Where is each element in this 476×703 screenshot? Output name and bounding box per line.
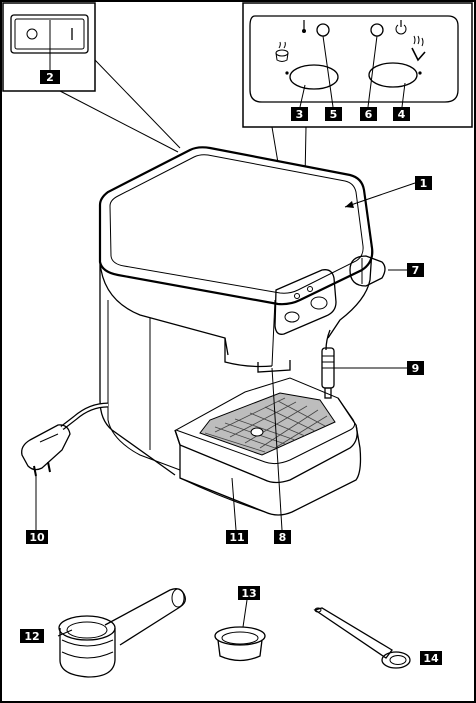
label-5: 5 <box>330 108 338 121</box>
filter-basket <box>215 627 265 661</box>
label-2: 2 <box>46 71 54 84</box>
machine-steam-knob <box>285 312 299 322</box>
steam-wand <box>322 330 334 398</box>
control-panel-inset: 3 5 6 4 <box>243 3 472 127</box>
label-8: 8 <box>279 531 287 544</box>
label-3: 3 <box>296 108 304 121</box>
switch-callout-line-b <box>60 91 178 152</box>
water-tank-lid <box>100 147 372 304</box>
filter-holder <box>59 589 185 677</box>
measuring-scoop <box>315 608 410 668</box>
switch-inset: 2 <box>3 3 95 91</box>
power-cord <box>22 405 108 530</box>
label-1: 1 <box>420 177 428 190</box>
label-7: 7 <box>412 264 420 277</box>
label-13: 13 <box>241 587 256 600</box>
label-14: 14 <box>423 652 439 665</box>
filter-holder-handle <box>105 589 185 645</box>
label-10: 10 <box>29 531 45 544</box>
plug-body <box>22 425 70 470</box>
label-4: 4 <box>398 108 406 121</box>
switch-callout-line-a <box>95 60 180 148</box>
label-11: 11 <box>229 531 244 544</box>
machine-coffee-knob <box>311 297 327 309</box>
label-12: 12 <box>24 630 39 643</box>
label-6: 6 <box>365 108 373 121</box>
leader-11 <box>232 478 236 530</box>
label-9: 9 <box>412 362 420 375</box>
espresso-machine <box>100 147 385 515</box>
